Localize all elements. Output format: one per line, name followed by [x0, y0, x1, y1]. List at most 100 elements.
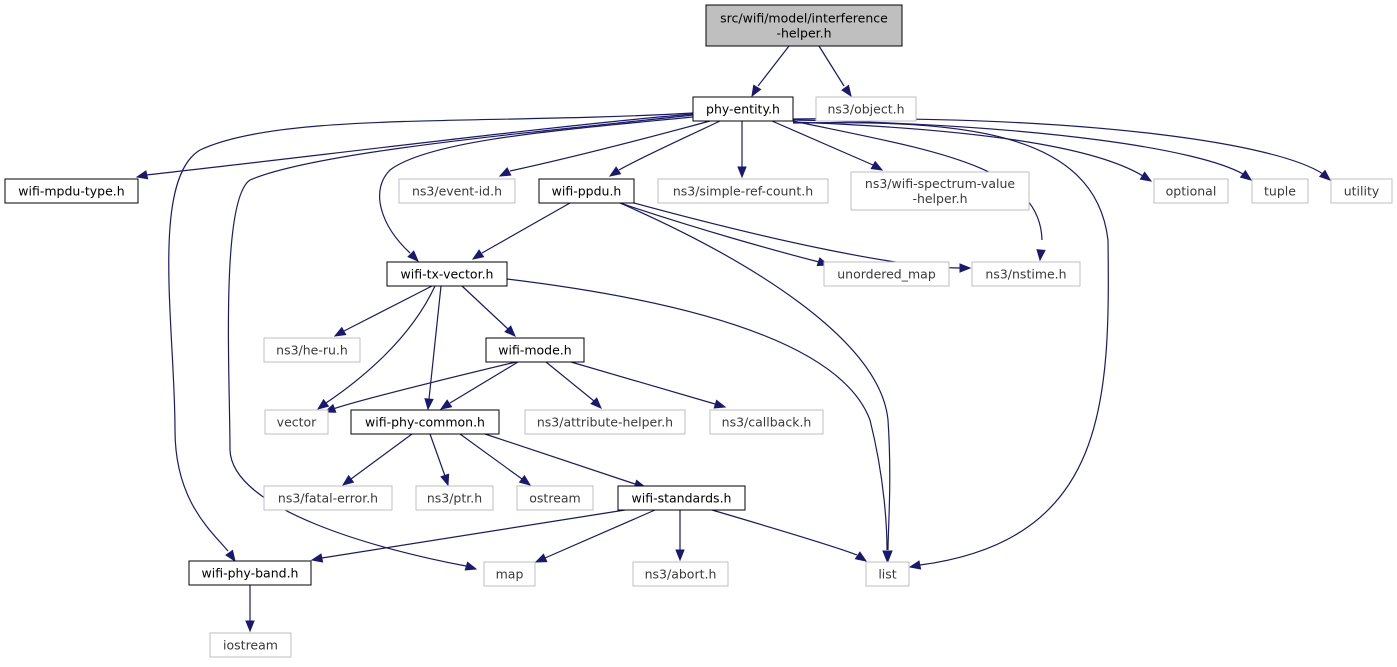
edge-wifi-phy-band-to-iostream: [245, 585, 255, 633]
node-box: [865, 561, 910, 587]
edge-wifi-standards-to-wifi-phy-band: [310, 509, 626, 563]
node-wifi-tx-vector[interactable]: wifi-tx-vector.h: [386, 261, 508, 287]
arrowhead: [751, 84, 762, 98]
node-label: wifi-standards.h: [632, 491, 732, 506]
node-label: ostream: [529, 491, 580, 506]
node-label: ns3/wifi-spectrum-value: [865, 176, 1015, 191]
edge-wifi-standards-to-list: [711, 509, 868, 562]
edge-wifi-mode-to-wifi-phy-common: [439, 361, 519, 410]
node-wifi-phy-common[interactable]: wifi-phy-common.h: [350, 409, 500, 435]
arrowhead: [225, 549, 236, 563]
node-label: ns3/fatal-error.h: [278, 491, 378, 506]
node-wifi-standards[interactable]: wifi-standards.h: [617, 485, 746, 511]
edge-wifi-phy-common-to-ns3-ptr: [429, 433, 450, 487]
arrowhead: [310, 553, 324, 563]
node-box: [485, 337, 585, 363]
node-label: ns3/nstime.h: [985, 267, 1066, 282]
node-box: [850, 171, 1030, 211]
arrowhead: [854, 551, 868, 562]
node-label: ns3/abort.h: [645, 567, 717, 582]
node-label: wifi-phy-band.h: [202, 566, 299, 581]
arrowhead: [316, 398, 330, 410]
arrowhead: [135, 170, 149, 180]
node-label: ns3/callback.h: [722, 415, 812, 430]
node-wifi-ppdu[interactable]: wifi-ppdu.h: [538, 178, 635, 204]
node-box: [692, 96, 794, 122]
node-ostream: ostream: [516, 485, 594, 511]
node-box: [1153, 178, 1229, 204]
node-label: ns3/attribute-helper.h: [537, 415, 673, 430]
node-ns3-object: ns3/object.h: [815, 96, 917, 122]
arrowhead: [471, 249, 485, 260]
node-root[interactable]: src/wifi/model/interference-helper.h: [705, 4, 903, 47]
node-ns3-abort: ns3/abort.h: [632, 561, 729, 587]
edge-wifi-tx-vector-to-ns3-he-ru: [333, 285, 433, 337]
arrowhead: [959, 263, 972, 273]
node-ns3-fatal-error: ns3/fatal-error.h: [263, 485, 393, 511]
edge-wifi-ppdu-to-unordered-map: [619, 202, 830, 267]
edge-wifi-mode-to-ns3-callback: [570, 361, 727, 409]
node-box: [1330, 178, 1393, 204]
node-label: wifi-phy-common.h: [365, 415, 485, 430]
edge-phy-entity-to-list: [792, 121, 1109, 570]
node-wifi-mode[interactable]: wifi-mode.h: [485, 337, 585, 363]
edge-wifi-standards-to-map: [534, 509, 656, 563]
node-box: [386, 261, 508, 287]
arrowhead: [245, 620, 255, 633]
arrowhead: [737, 166, 747, 179]
node-label: iostream: [223, 638, 278, 653]
node-tuple: tuple: [1251, 178, 1309, 204]
node-label: unordered_map: [837, 267, 936, 282]
node-box: [516, 485, 594, 511]
node-iostream: iostream: [209, 632, 292, 658]
arrowhead: [908, 560, 922, 570]
edge-phy-entity-to-map: [227, 114, 694, 571]
node-box: [815, 96, 917, 122]
arrowhead: [1239, 169, 1253, 181]
edge-phy-entity-to-ns3-simple-ref-count: [737, 121, 747, 179]
edge-phy-entity-to-wifi-phy-band: [168, 112, 694, 563]
arrowhead: [1036, 249, 1046, 262]
node-wifi-mpdu-type[interactable]: wifi-mpdu-type.h: [4, 178, 139, 204]
edge-root-to-ns3-object: [818, 45, 852, 98]
node-ns3-event-id: ns3/event-id.h: [398, 178, 516, 204]
arrowhead: [870, 160, 884, 171]
node-box: [188, 560, 312, 586]
arrowhead: [675, 549, 685, 562]
node-box: [398, 178, 516, 204]
node-label: wifi-mpdu-type.h: [18, 184, 124, 199]
node-ns3-ptr: ns3/ptr.h: [415, 485, 494, 511]
edge-wifi-tx-vector-to-vector: [316, 285, 436, 410]
node-box: [483, 561, 536, 587]
edge-phy-entity-to-tuple: [792, 119, 1253, 181]
arrowhead: [713, 399, 727, 409]
node-label: tuple: [1264, 184, 1296, 199]
arrowhead: [464, 561, 478, 571]
edge-phy-entity-to-wifi-mpdu-type: [135, 113, 694, 180]
node-phy-entity[interactable]: phy-entity.h: [692, 96, 794, 122]
edge-wifi-ppdu-to-wifi-tx-vector: [471, 202, 571, 260]
edge-wifi-tx-vector-to-wifi-phy-common: [424, 285, 442, 411]
arrowhead: [608, 166, 622, 177]
edge-root-to-phy-entity: [751, 45, 790, 98]
edge-phy-entity-to-ns3-wifi-spectrum-value-helper: [771, 120, 884, 171]
arrowhead: [498, 167, 512, 177]
node-label: wifi-mode.h: [498, 343, 571, 358]
node-box: [617, 485, 746, 511]
node-label: vector: [277, 415, 318, 430]
arrowhead: [504, 325, 516, 337]
edge-wifi-tx-vector-to-wifi-mode: [461, 285, 516, 337]
arrowhead: [1318, 169, 1332, 181]
node-box: [538, 178, 635, 204]
node-box: [350, 409, 500, 435]
node-label: ns3/simple-ref-count.h: [673, 184, 813, 199]
node-wifi-phy-band[interactable]: wifi-phy-band.h: [188, 560, 312, 586]
node-label: ns3/ptr.h: [427, 491, 482, 506]
node-box: [823, 261, 950, 287]
edge-wifi-mode-to-ns3-attribute-helper: [545, 361, 602, 409]
arrowhead: [407, 250, 419, 262]
arrowhead: [590, 397, 602, 409]
edge-phy-entity-to-utility: [792, 118, 1332, 181]
node-map: map: [483, 561, 536, 587]
